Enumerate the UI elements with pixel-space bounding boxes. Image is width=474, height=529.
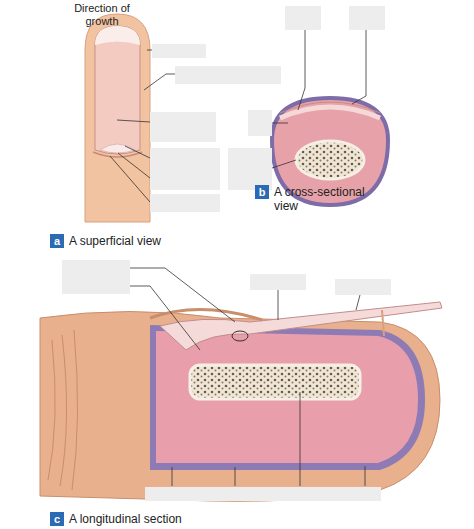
figure-caption-group: a A superficial view [50,234,161,248]
figure-caption: A longitudinal section [69,512,182,526]
figure-caption-group: c A longitudinal section [50,512,182,526]
figure-letter: c [50,512,64,526]
figure-caption: A cross-sectional view [274,185,384,213]
figure-caption-group: b A cross-sectional view [255,185,384,213]
figure-letter: b [255,185,269,199]
finger-superficial [85,14,281,222]
figure-letter: a [50,234,64,248]
direction-label: Direction of growth [60,2,144,28]
figure-caption: A superficial view [69,234,161,248]
finger-cross-section [228,6,388,205]
finger-longitudinal [40,260,442,501]
